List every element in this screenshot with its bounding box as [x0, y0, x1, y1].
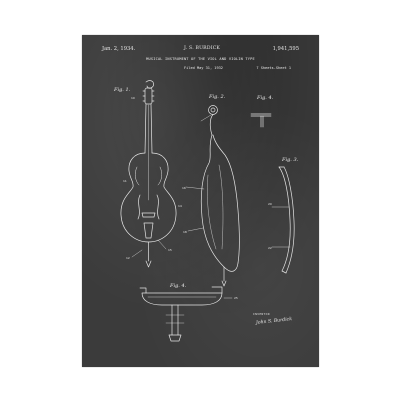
inventor-label: INVENTOR: [253, 312, 270, 316]
fig-base-cross-section: [139, 286, 233, 342]
svg-text:15: 15: [168, 248, 172, 252]
svg-text:12: 12: [126, 256, 130, 260]
patent-filed: Filed May 31, 1932: [184, 66, 223, 70]
svg-text:14: 14: [178, 204, 182, 208]
svg-text:16: 16: [182, 186, 186, 190]
fig3-bass-side-view: [185, 134, 240, 287]
fig1-label: Fig. 1.: [113, 87, 131, 93]
patent-title: MUSICAL INSTRUMENT OF THE VIOL AND VIOLI…: [146, 57, 255, 61]
svg-text:25: 25: [234, 296, 238, 300]
patent-number: 1,941,595: [272, 46, 299, 52]
patent-poster: Jan. 2, 1934. J. S. BURDICK 1,941,595 MU…: [82, 35, 319, 367]
chalkboard-background: [82, 35, 319, 367]
fig3-label: Fig. 3.: [281, 157, 299, 163]
fig-bottom-label: Fig. 4.: [169, 283, 187, 289]
fig4-label: Fig. 4.: [256, 95, 274, 101]
fig1-bass-front-view: [120, 80, 177, 268]
patent-inventor-header: J. S. BURDICK: [184, 46, 221, 51]
fig2-scroll-detail: [200, 105, 218, 136]
svg-text:10: 10: [131, 96, 135, 100]
svg-text:22: 22: [268, 246, 272, 250]
svg-text:11: 11: [123, 179, 127, 183]
fig4-bracket-detail: [250, 113, 272, 128]
svg-text:20: 20: [268, 202, 272, 206]
patent-drawing: Fig. 1. Fig. 2. Fig. 4. Fig. 3. Fig. 4. …: [113, 80, 299, 342]
patent-date: Jan. 2, 1934.: [102, 46, 136, 52]
fig-strip-profile: [271, 166, 295, 274]
fig2-label: Fig. 2.: [208, 94, 226, 100]
reference-numerals: 10 11 14 12 15 16 18 20 22 25: [123, 96, 272, 300]
svg-text:18: 18: [183, 230, 187, 234]
patent-sheets: 7 Sheets-Sheet 1: [256, 66, 291, 70]
